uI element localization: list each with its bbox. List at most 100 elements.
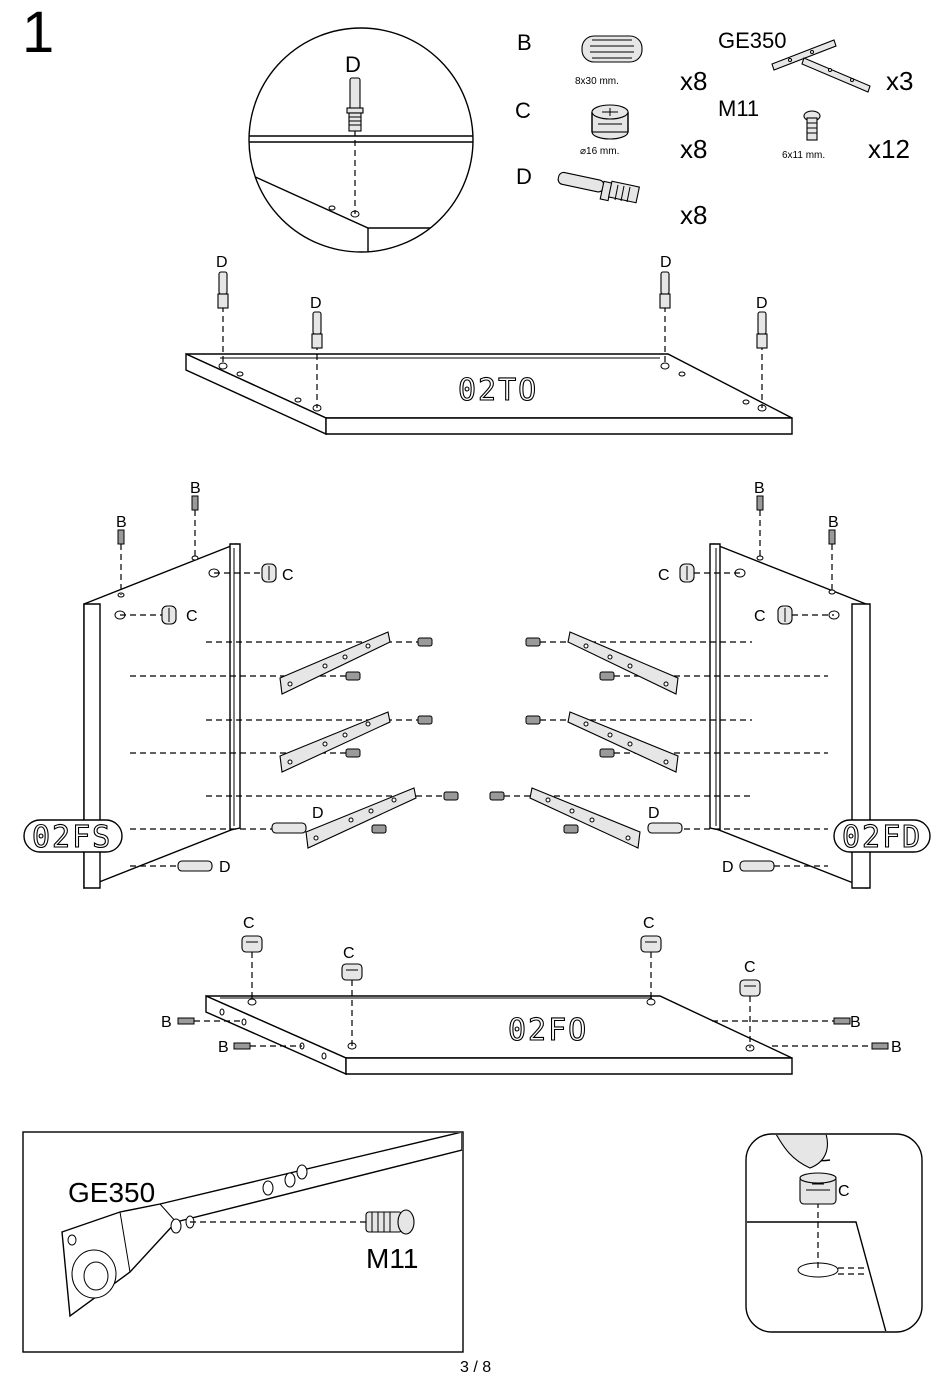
drawer-runner-icon xyxy=(772,40,870,92)
screw-icon xyxy=(600,749,614,757)
wooden-dowel-icon xyxy=(834,1018,850,1024)
cam-bolt-icon xyxy=(347,78,363,131)
label-c: C xyxy=(243,915,255,932)
cam-bolt-icon xyxy=(648,823,682,833)
wooden-dowel-icon xyxy=(118,530,124,544)
part-ge350-qty: x3 xyxy=(886,66,913,96)
screw-icon xyxy=(346,672,360,680)
screw-icon xyxy=(804,111,820,140)
part-d-letter: D xyxy=(516,164,532,189)
screw-icon xyxy=(444,792,458,800)
drawer-runner-icon xyxy=(568,712,678,772)
cam-lock-icon xyxy=(800,1173,836,1204)
screw-icon xyxy=(526,716,540,724)
screw-icon xyxy=(346,749,360,757)
cam-bolt-icon xyxy=(178,861,212,871)
cam-lock-icon xyxy=(592,105,628,139)
label-c: C xyxy=(643,915,655,932)
part-c-spec: ⌀16 mm. xyxy=(580,146,619,157)
cam-lock-icon xyxy=(740,980,760,996)
label-d: D xyxy=(312,805,324,822)
part-m11-code: M11 xyxy=(718,96,759,121)
label-c: C xyxy=(754,608,766,625)
label-c: C xyxy=(744,959,756,976)
cam-bolt-icon xyxy=(218,272,228,308)
wooden-dowel-icon xyxy=(582,36,642,62)
bottom-panel-assembly: 02FO C C C C B B B B xyxy=(161,915,902,1074)
screw-icon xyxy=(372,825,386,833)
label-b: B xyxy=(116,514,127,531)
label-c: C xyxy=(186,608,198,625)
step-number: 1 xyxy=(22,0,54,65)
part-m11-spec: 6x11 mm. xyxy=(782,150,825,161)
cam-bolt-zoom-detail: D xyxy=(240,28,480,260)
part-m11-qty: x12 xyxy=(868,134,910,164)
cam-lock-icon xyxy=(680,564,694,582)
part-b-qty: x8 xyxy=(680,66,707,96)
cam-lock-icon xyxy=(242,936,262,952)
part-b-spec: 8x30 mm. xyxy=(575,76,619,87)
wooden-dowel-icon xyxy=(757,496,763,510)
label-d: D xyxy=(756,295,768,312)
part-d-qty: x8 xyxy=(680,200,707,230)
cam-lock-detail: C xyxy=(746,1134,922,1332)
cam-bolt-icon xyxy=(272,823,306,833)
label-c: C xyxy=(343,945,355,962)
cam-lock-icon xyxy=(162,606,176,624)
cam-lock-icon xyxy=(778,606,792,624)
screw-icon xyxy=(418,716,432,724)
screw-icon xyxy=(564,825,578,833)
label-d: D xyxy=(660,254,672,271)
wooden-dowel-icon xyxy=(178,1018,194,1024)
part-ge350-code: GE350 xyxy=(718,28,787,53)
label-c: C xyxy=(282,567,294,584)
top-panel-assembly: 02TO D D D D xyxy=(186,254,792,434)
screw-icon xyxy=(418,638,432,646)
wooden-dowel-icon xyxy=(192,496,198,510)
drawer-runner-icon xyxy=(280,632,390,694)
drawer-runner-icon xyxy=(280,712,390,772)
label-b: B xyxy=(828,514,839,531)
screw-icon xyxy=(526,638,540,646)
wooden-dowel-icon xyxy=(829,530,835,544)
part-c-letter: C xyxy=(515,98,531,123)
panel-label-right: 02FD xyxy=(842,820,922,855)
wooden-dowel-icon xyxy=(234,1043,250,1049)
panel-label-left: 02FS xyxy=(32,820,112,855)
page-number: 3 / 8 xyxy=(460,1359,491,1376)
screw-icon xyxy=(366,1210,414,1234)
cam-lock-icon xyxy=(641,936,661,952)
cam-bolt-icon xyxy=(312,312,322,348)
detail-runner-label: GE350 xyxy=(68,1177,155,1208)
label-d: D xyxy=(216,254,228,271)
label-b: B xyxy=(218,1039,229,1056)
detail-cam-label: C xyxy=(838,1183,850,1200)
panel-label-top: 02TO xyxy=(458,373,538,408)
label-b: B xyxy=(190,480,201,497)
cam-lock-icon xyxy=(262,564,276,582)
panel-label-bottom: 02FO xyxy=(508,1013,588,1048)
drawer-runner-icon xyxy=(530,788,640,848)
label-c: C xyxy=(658,567,670,584)
cam-bolt-icon xyxy=(740,861,774,871)
runner-screw-detail: GE350 M11 xyxy=(23,1132,463,1352)
label-d: D xyxy=(722,859,734,876)
detail-screw-label: M11 xyxy=(366,1243,418,1274)
part-b-letter: B xyxy=(517,30,532,55)
part-c-qty: x8 xyxy=(680,134,707,164)
zoom-label-d: D xyxy=(345,52,361,77)
screw-icon xyxy=(600,672,614,680)
cam-bolt-icon xyxy=(757,312,767,348)
label-b: B xyxy=(891,1039,902,1056)
label-b: B xyxy=(161,1014,172,1031)
label-b: B xyxy=(850,1014,861,1031)
wooden-dowel-icon xyxy=(872,1043,888,1049)
label-d: D xyxy=(648,805,660,822)
label-d: D xyxy=(310,295,322,312)
left-side-panel-assembly: B B C C D D 02 xyxy=(24,480,458,888)
cam-lock-icon xyxy=(342,964,362,980)
cam-bolt-icon xyxy=(660,272,670,308)
label-b: B xyxy=(754,480,765,497)
parts-list: B 8x30 mm. x8 C ⌀16 mm. x8 D xyxy=(515,28,913,230)
